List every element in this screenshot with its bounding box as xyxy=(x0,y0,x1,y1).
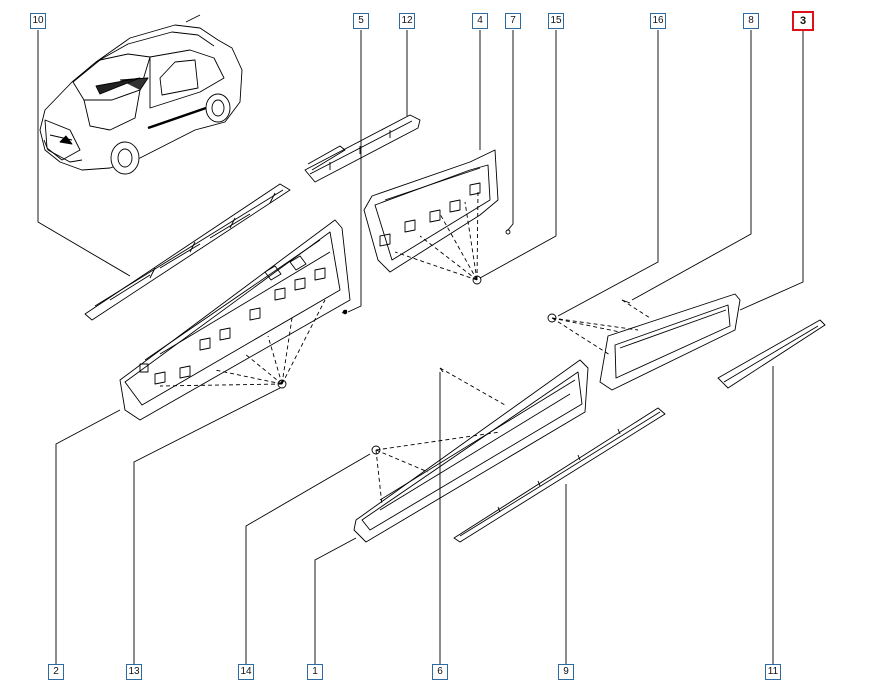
callout-3-selected[interactable]: 3 xyxy=(792,11,814,31)
callout-14[interactable]: 14 xyxy=(238,664,254,680)
part-10-roof-strip xyxy=(84,183,291,321)
callout-16[interactable]: 16 xyxy=(650,13,666,29)
callout-12[interactable]: 12 xyxy=(399,13,415,29)
callout-2[interactable]: 2 xyxy=(48,664,64,680)
callout-10[interactable]: 10 xyxy=(30,13,46,29)
part-3-strip xyxy=(717,319,826,389)
callout-8[interactable]: 8 xyxy=(743,13,759,29)
callout-11[interactable]: 11 xyxy=(765,664,781,680)
callout-6[interactable]: 6 xyxy=(432,664,448,680)
part-12-trim xyxy=(304,114,421,183)
part-4-rear-door-trim xyxy=(363,149,511,285)
callout-7[interactable]: 7 xyxy=(505,13,521,29)
callout-4[interactable]: 4 xyxy=(472,13,488,29)
callout-13[interactable]: 13 xyxy=(126,664,142,680)
callout-9[interactable]: 9 xyxy=(558,664,574,680)
part-2-front-door-trim xyxy=(119,219,351,421)
part-1-sill xyxy=(353,359,589,543)
part-9-lower-strip xyxy=(453,407,666,543)
car-illustration xyxy=(39,14,243,175)
callout-5[interactable]: 5 xyxy=(353,13,369,29)
fastener-dashed-lines xyxy=(159,189,651,506)
leader-lines xyxy=(37,30,804,664)
callout-15[interactable]: 15 xyxy=(548,13,564,29)
callout-1[interactable]: 1 xyxy=(307,664,323,680)
